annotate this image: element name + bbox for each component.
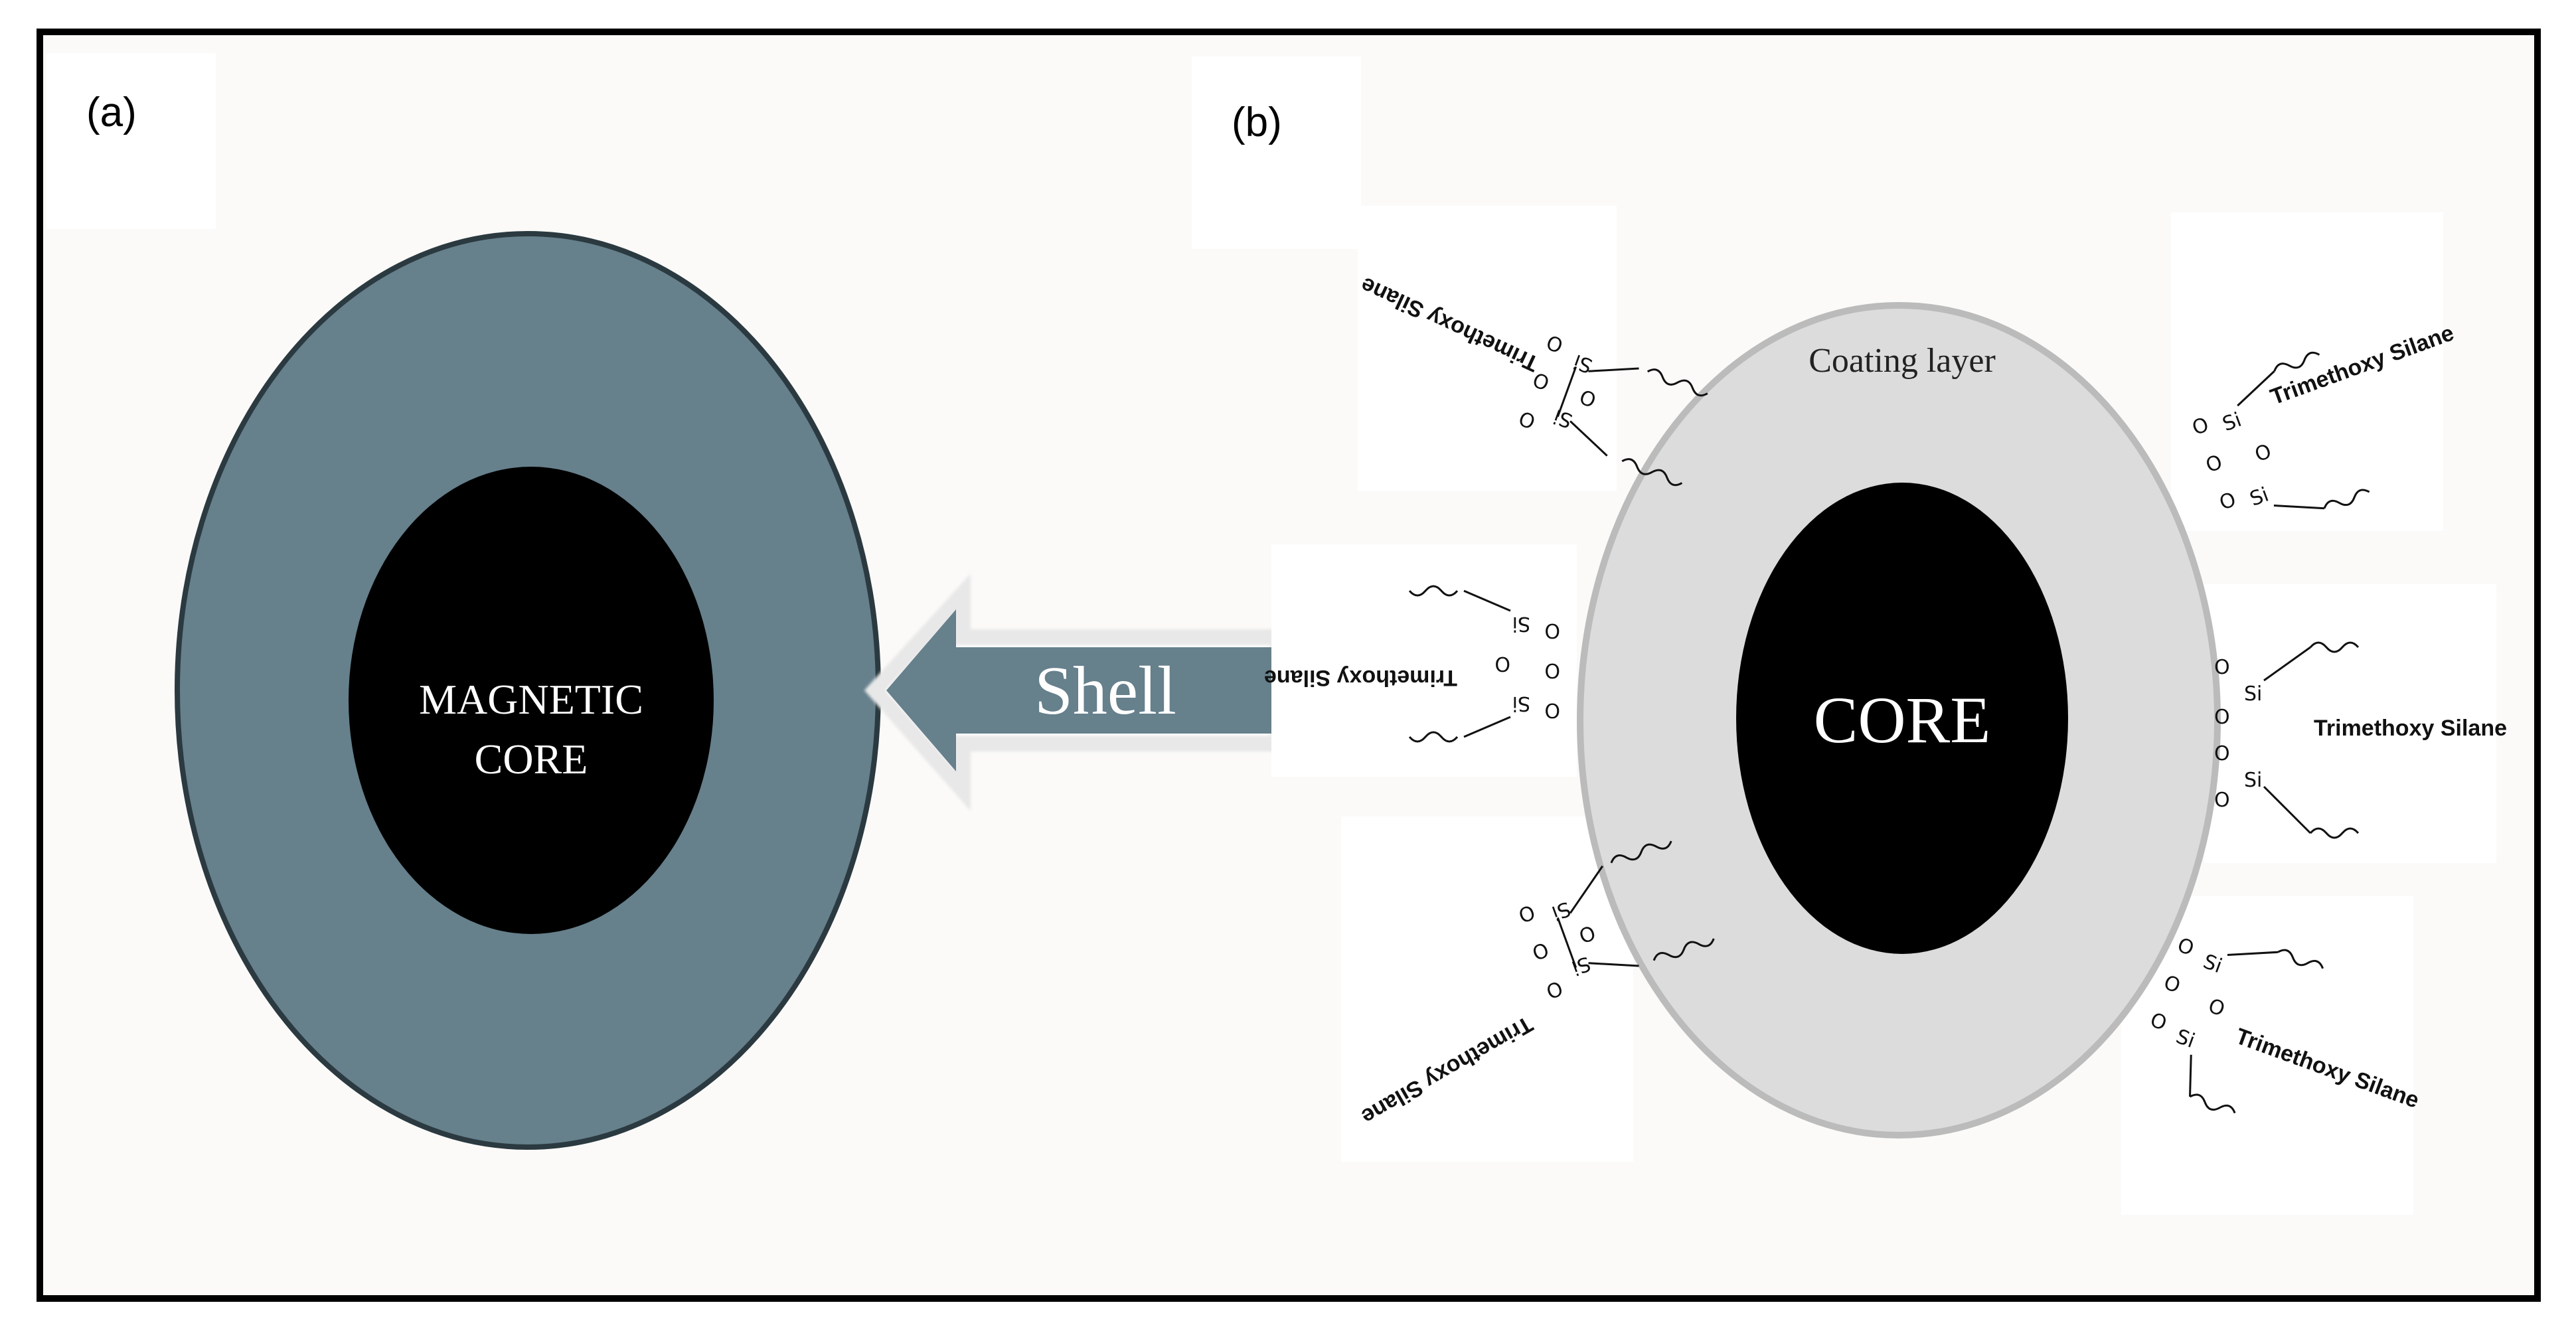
magnetic-core [349, 467, 714, 934]
oxygen-atom: O [1544, 659, 1560, 682]
panel-b: (b) Coating layer CORE Si Si O O O [1232, 100, 2507, 1215]
silane-patch-bottom-left [1341, 817, 1633, 1162]
silane-label-mid-left: Trimethoxy Silane [1264, 665, 1457, 690]
core [1736, 483, 2068, 954]
silane-patch-bottom-right [2121, 896, 2413, 1215]
magnetic-core-label-line2: CORE [475, 736, 588, 783]
oxygen-atom: O [2214, 706, 2230, 729]
shell-arrow-label: Shell [1034, 653, 1176, 729]
silicon-atom: Si [2244, 682, 2262, 706]
oxygen-atom: O [2214, 789, 2230, 812]
label-a-patch [46, 53, 216, 229]
silane-label-mid-right: Trimethoxy Silane [2314, 716, 2507, 741]
panel-a-label: (a) [86, 90, 137, 135]
silicon-atom: Si [1512, 612, 1530, 635]
oxygen-atom: O [2214, 656, 2230, 679]
label-b-patch [1192, 56, 1361, 249]
silane-group-mid-left: Si Si O O O O [1408, 585, 1560, 743]
silane-patch-mid-right [2204, 584, 2496, 863]
magnetic-core-label-line1: MAGNETIC [419, 676, 643, 723]
shell-arrow-body [886, 609, 1276, 771]
panel-b-label: (b) [1232, 100, 1282, 145]
silicon-atom: Si [1512, 692, 1530, 715]
silane-group-mid-right: Si Si O O O O [2214, 641, 2360, 839]
coating-layer-label: Coating layer [1809, 342, 1996, 380]
silane-patch-mid-left [1271, 544, 1577, 777]
oxygen-atom: O [1494, 652, 1510, 675]
core-label: CORE [1814, 683, 1991, 757]
silicon-atom: Si [2244, 769, 2262, 792]
silane-patch-top-right [2171, 212, 2443, 531]
oxygen-atom: O [2214, 742, 2230, 765]
oxygen-atom: O [1544, 619, 1560, 642]
panel-a: (a) MAGNETIC CORE Shell [86, 90, 1286, 1150]
oxygen-atom: O [1544, 698, 1560, 722]
silane-patch-top-left [1358, 206, 1617, 491]
